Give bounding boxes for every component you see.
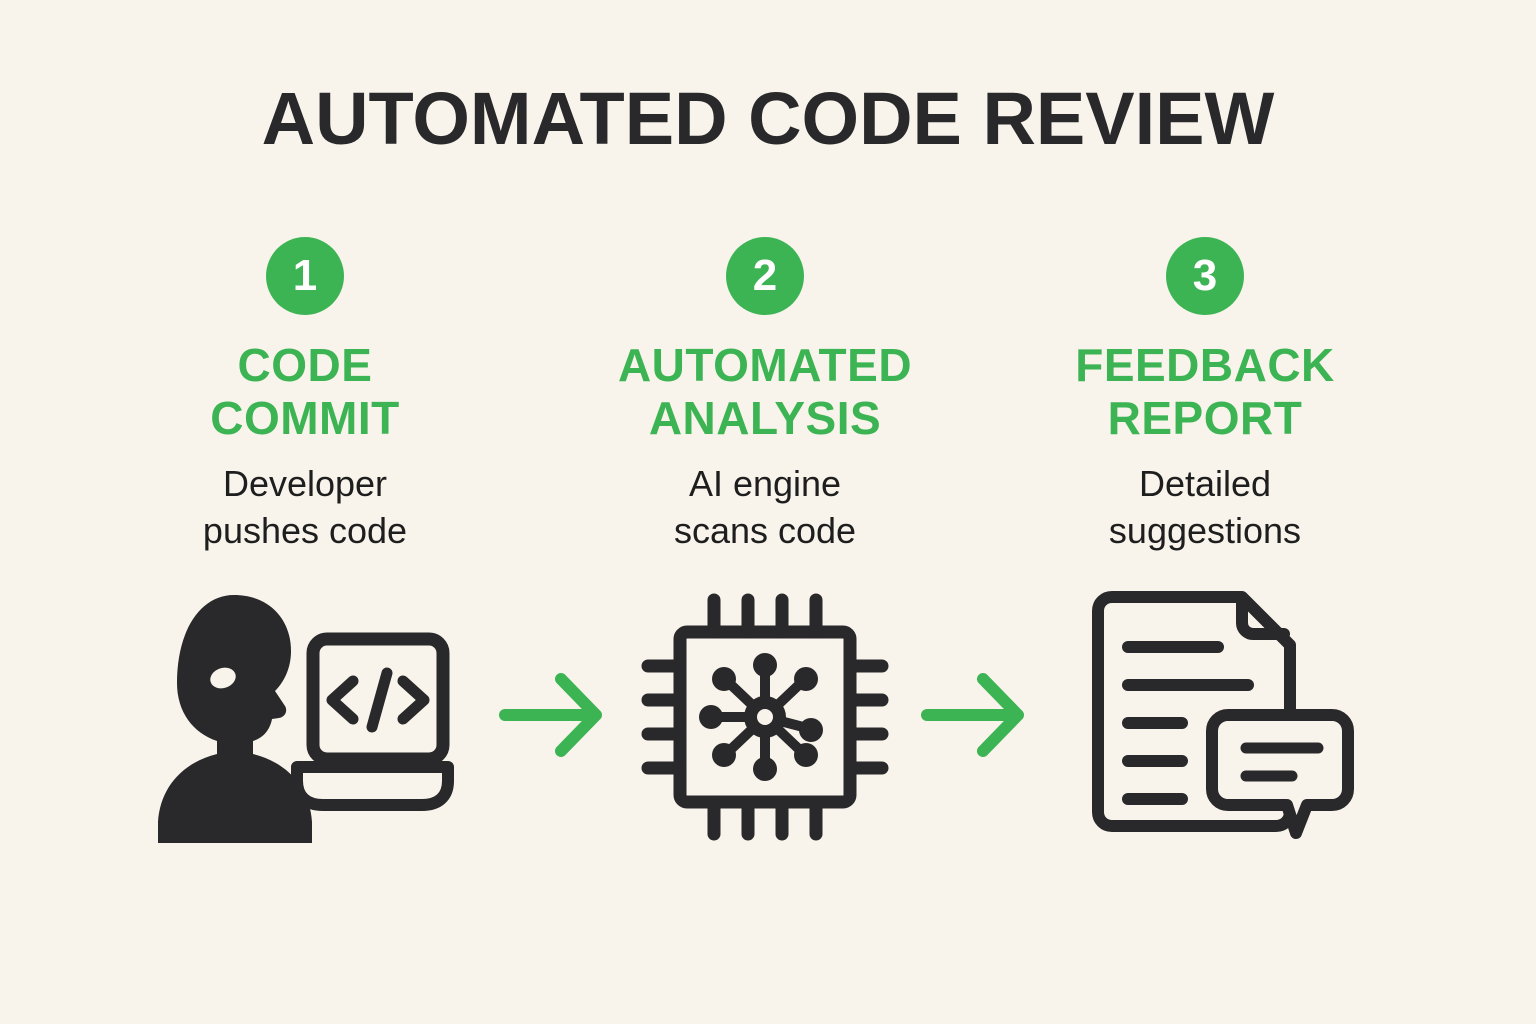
step-3-title-line2: REPORT: [1107, 391, 1303, 444]
step-3-description: Detailed suggestions: [1005, 460, 1405, 555]
step-2-title: AUTOMATED ANALYSIS: [565, 339, 965, 445]
step-3-column: 3 FEEDBACK REPORT Detailed suggestions: [1005, 237, 1405, 854]
step-2-column: 2 AUTOMATED ANALYSIS AI engine scans cod…: [565, 237, 965, 854]
step-2-desc-line1: AI engine: [688, 462, 842, 504]
ai-chip-icon: [565, 587, 965, 854]
step-3-desc-line1: Detailed: [1138, 462, 1272, 504]
step-2-description: AI engine scans code: [565, 460, 965, 555]
flow-arrow-2: [921, 667, 1031, 768]
step-2-number-badge: 2: [726, 237, 804, 315]
page-title: AUTOMATED CODE REVIEW: [261, 77, 1275, 160]
step-1-title-line2: COMMIT: [210, 391, 400, 444]
step-2-desc-line2: scans code: [673, 510, 857, 552]
step-1-number-badge: 1: [266, 237, 344, 315]
step-1-title: CODE COMMIT: [105, 339, 505, 445]
arrow-right-icon: [921, 673, 1024, 757]
step-3-desc-line2: suggestions: [1108, 510, 1302, 552]
flow-arrow-1: [499, 667, 609, 768]
step-3-number-badge: 3: [1166, 237, 1244, 315]
step-3-title-line1: FEEDBACK: [1075, 339, 1335, 391]
step-2-title-line1: AUTOMATED: [617, 339, 913, 391]
step-1-column: 1 CODE COMMIT Developer pushes code: [105, 237, 505, 854]
step-1-desc-line1: Developer: [222, 462, 388, 504]
step-1-title-line1: CODE: [237, 339, 373, 391]
step-1-description: Developer pushes code: [105, 460, 505, 555]
developer-with-laptop-icon: [105, 587, 505, 854]
feedback-document-icon: [1005, 587, 1405, 854]
arrow-right-icon: [499, 673, 602, 757]
step-3-title: FEEDBACK REPORT: [1005, 339, 1405, 445]
step-2-title-line2: ANALYSIS: [648, 391, 882, 444]
step-1-desc-line2: pushes code: [202, 510, 408, 552]
